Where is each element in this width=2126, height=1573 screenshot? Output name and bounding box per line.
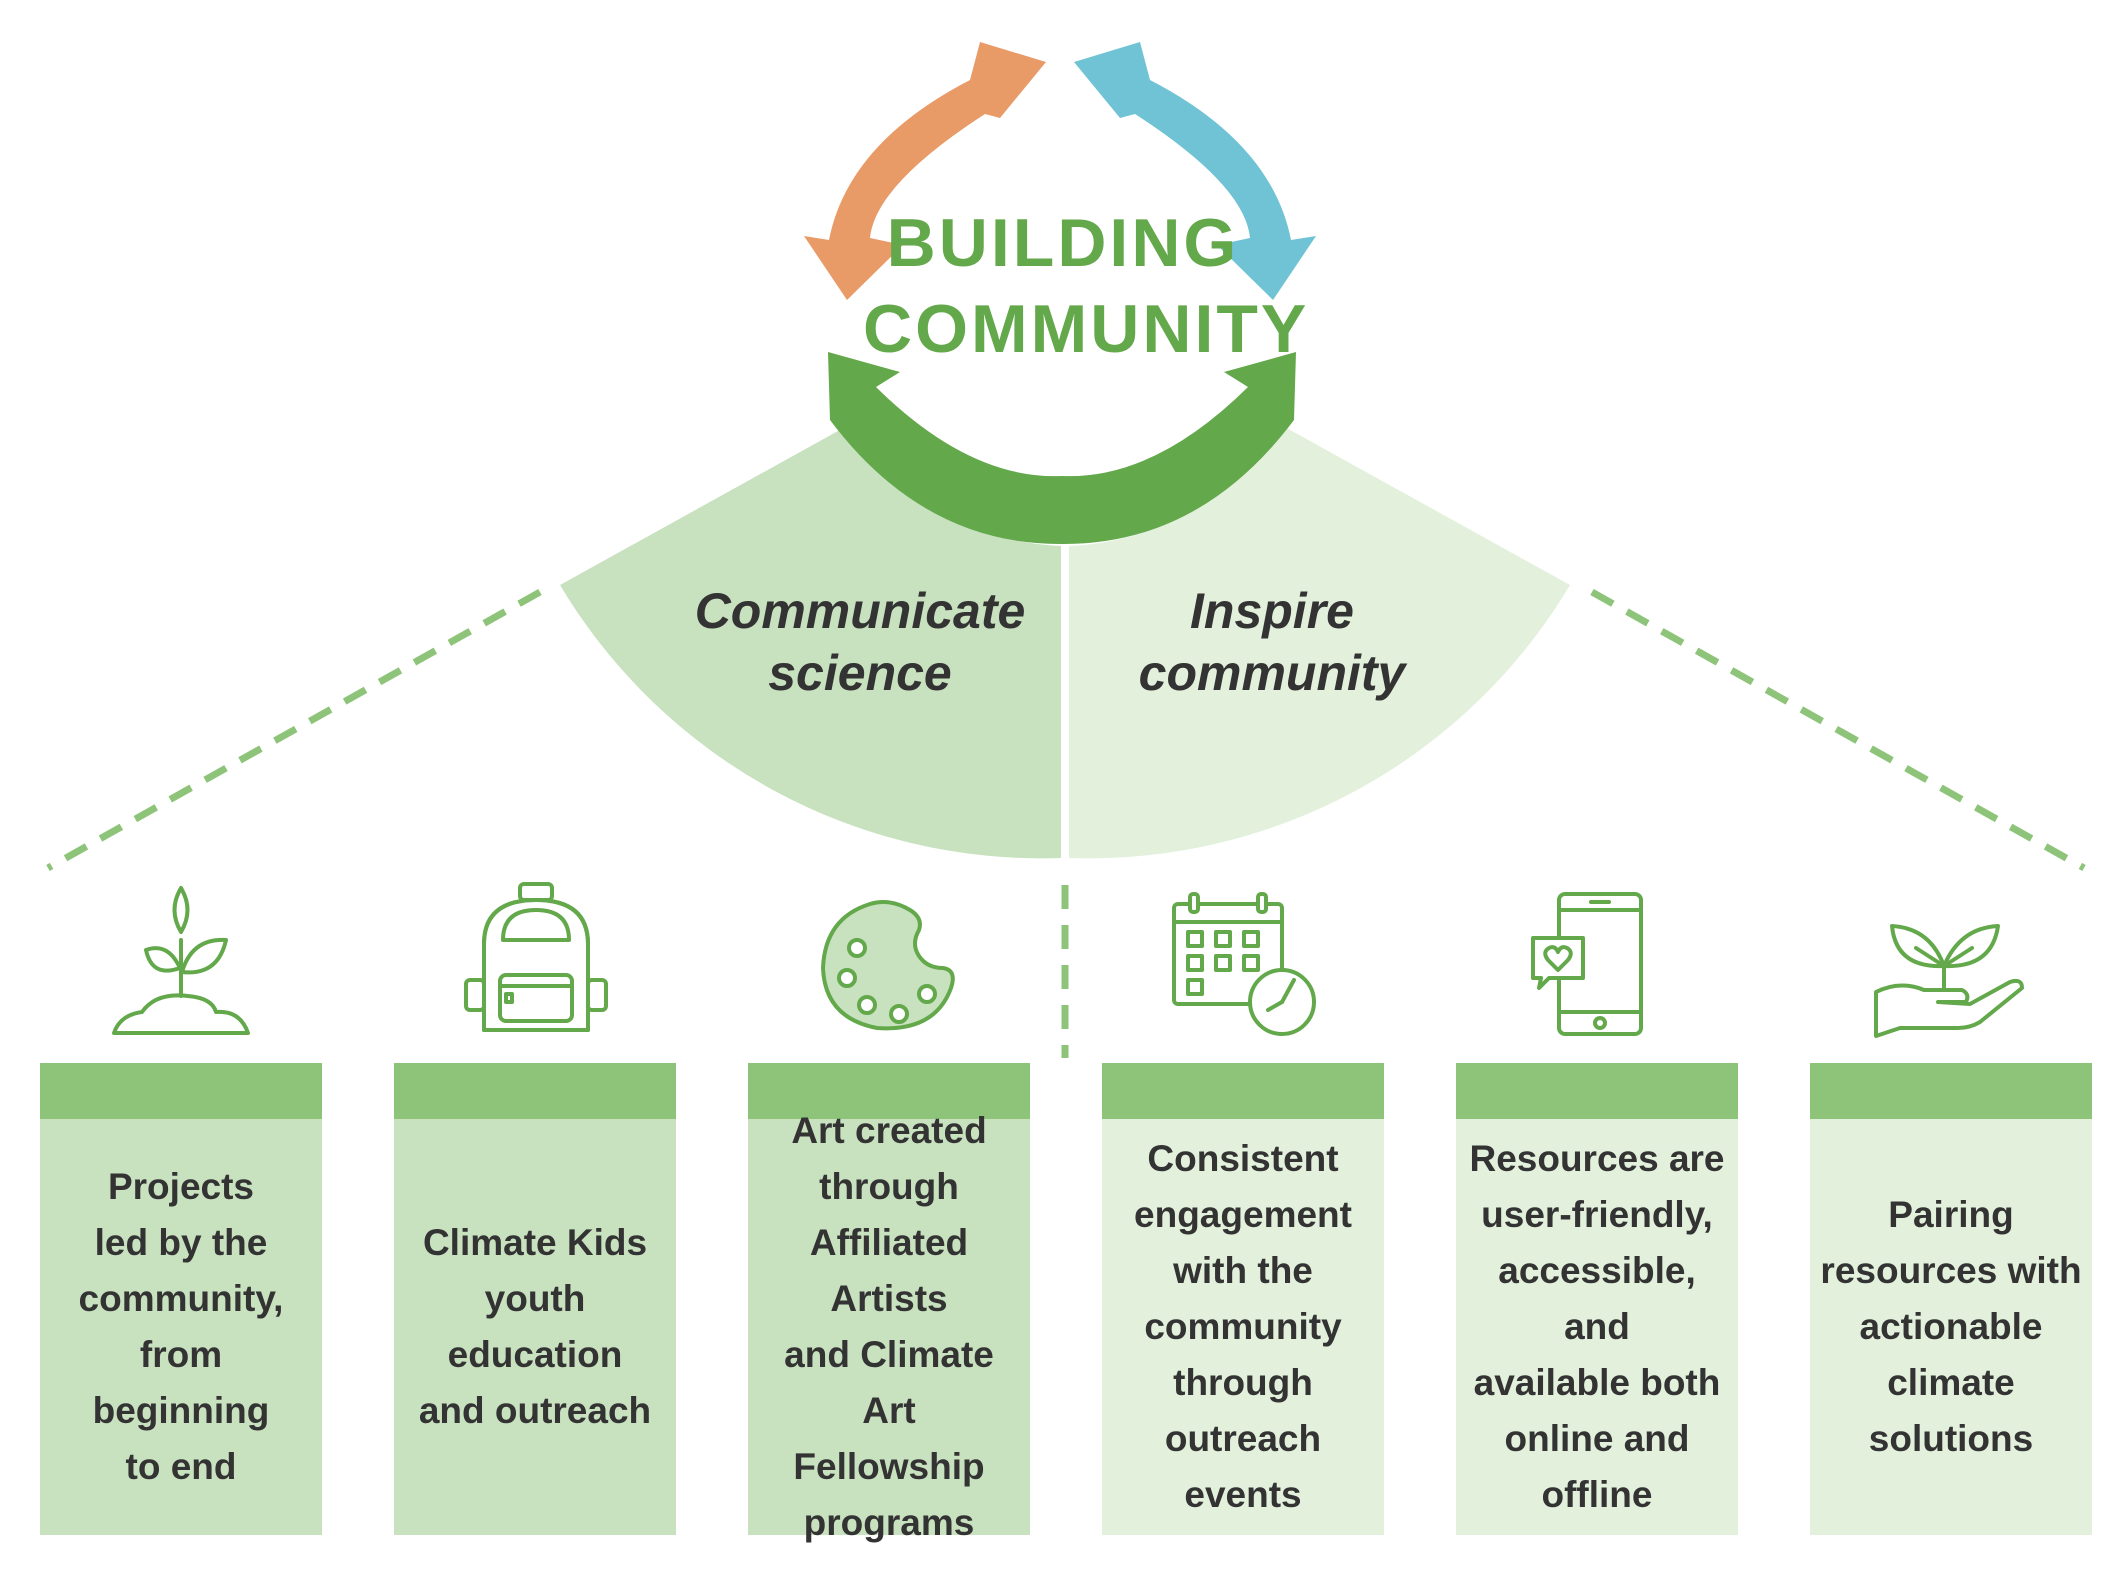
box-body: Climate Kids youth education and outreac… bbox=[394, 1119, 676, 1535]
box-resources: Resources are user-friendly, accessible,… bbox=[1456, 1063, 1738, 1535]
building-community-title: BUILDING COMMUNITY bbox=[863, 200, 1310, 372]
box-body: Consistent engagement with the community… bbox=[1102, 1119, 1384, 1535]
communicate-science-wedge bbox=[560, 426, 1061, 859]
inspire-label-line-1: Inspire bbox=[1190, 583, 1354, 639]
inspire-label-line-2: community bbox=[1138, 645, 1406, 701]
box-body: Projects led by the community, from begi… bbox=[40, 1119, 322, 1535]
left-dashed-branch-line bbox=[46, 588, 542, 872]
box-projects: Projects led by the community, from begi… bbox=[40, 1063, 322, 1535]
box-header-bar bbox=[1102, 1063, 1384, 1119]
calendar-clock-icon bbox=[1172, 892, 1316, 1036]
box-body: Art created through Affiliated Artists a… bbox=[748, 1110, 1030, 1543]
box-text: Climate Kids youth education and outreac… bbox=[418, 1222, 652, 1431]
paint-palette-icon bbox=[821, 900, 955, 1031]
box-header-bar bbox=[1456, 1063, 1738, 1119]
box-text: Projects led by the community, from begi… bbox=[78, 1166, 284, 1487]
hand-plant-icon bbox=[1874, 924, 2024, 1038]
communicate-science-label: Communicate science bbox=[660, 580, 1060, 704]
box-header-bar bbox=[394, 1063, 676, 1119]
box-header-bar bbox=[1810, 1063, 2092, 1119]
inspire-community-label: Inspire community bbox=[1072, 580, 1472, 704]
box-text: Art created through Affiliated Artists a… bbox=[784, 1110, 994, 1543]
box-art: Art created through Affiliated Artists a… bbox=[748, 1063, 1030, 1543]
sprout-icon bbox=[112, 886, 250, 1035]
box-header-bar bbox=[748, 1063, 1030, 1119]
backpack-icon bbox=[464, 882, 608, 1032]
green-cycle-arrow bbox=[828, 352, 1296, 545]
blue-cycle-arrow bbox=[1074, 42, 1316, 300]
inspire-community-wedge bbox=[1069, 426, 1570, 859]
box-solutions: Pairing resources with actionable climat… bbox=[1810, 1063, 2092, 1535]
box-climate-kids: Climate Kids youth education and outreac… bbox=[394, 1063, 676, 1535]
box-text: Resources are user-friendly, accessible,… bbox=[1469, 1138, 1725, 1515]
communicate-label-line-2: science bbox=[768, 645, 952, 701]
smartphone-heart-icon bbox=[1531, 892, 1643, 1036]
box-body: Resources are user-friendly, accessible,… bbox=[1456, 1119, 1738, 1535]
right-dashed-branch-line bbox=[1590, 588, 2086, 872]
box-text: Pairing resources with actionable climat… bbox=[1820, 1194, 2082, 1459]
box-engagement: Consistent engagement with the community… bbox=[1102, 1063, 1384, 1535]
title-line-2: COMMUNITY bbox=[863, 291, 1310, 367]
title-line-1: BUILDING bbox=[886, 205, 1240, 281]
communicate-label-line-1: Communicate bbox=[694, 583, 1026, 639]
box-body: Pairing resources with actionable climat… bbox=[1810, 1119, 2092, 1535]
orange-cycle-arrow bbox=[804, 42, 1046, 300]
box-text: Consistent engagement with the community… bbox=[1134, 1138, 1352, 1515]
box-header-bar bbox=[40, 1063, 322, 1119]
